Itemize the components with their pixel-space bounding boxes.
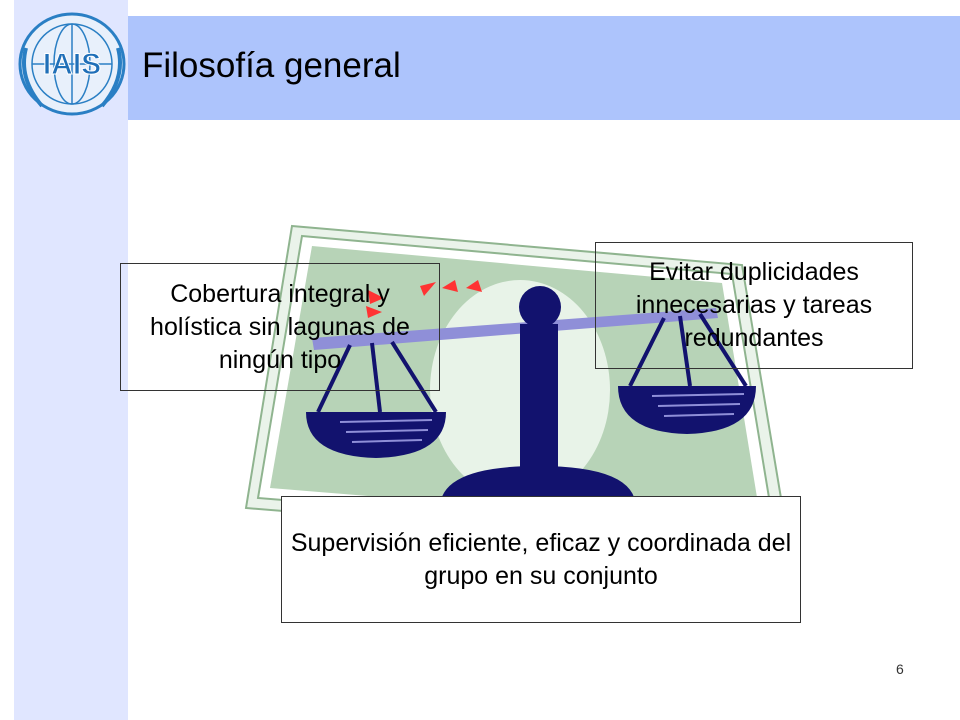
text-box-bottom: Supervisión eficiente, eficaz y coordina… [281,496,801,623]
page-title: Filosofía general [142,46,401,85]
right-pan-strings [628,312,748,388]
text-box-left: Cobertura integral y holística sin lagun… [120,263,440,391]
svg-text:IAIS: IAIS [43,48,101,81]
right-pan [618,386,756,434]
iais-logo: IAIS [18,12,126,116]
left-pan-strings [316,340,438,414]
text-box-right: Evitar duplicidades innecesarias y tarea… [595,242,913,369]
page-number: 6 [896,661,904,677]
header-bar [128,16,960,120]
scale-post [520,324,558,474]
text-box-right-label: Evitar duplicidades innecesarias y tarea… [635,258,873,352]
left-pan-highlights [339,419,433,443]
left-band [14,0,128,720]
background-card [244,224,792,554]
arrow-icons [366,280,482,318]
scale-beam [312,308,718,350]
left-pan [306,412,446,458]
right-pan-highlights [651,393,745,417]
scale-knob [519,286,561,328]
text-box-bottom-label: Supervisión eficiente, eficaz y coordina… [290,528,792,590]
text-box-left-label: Cobertura integral y holística sin lagun… [150,279,410,374]
